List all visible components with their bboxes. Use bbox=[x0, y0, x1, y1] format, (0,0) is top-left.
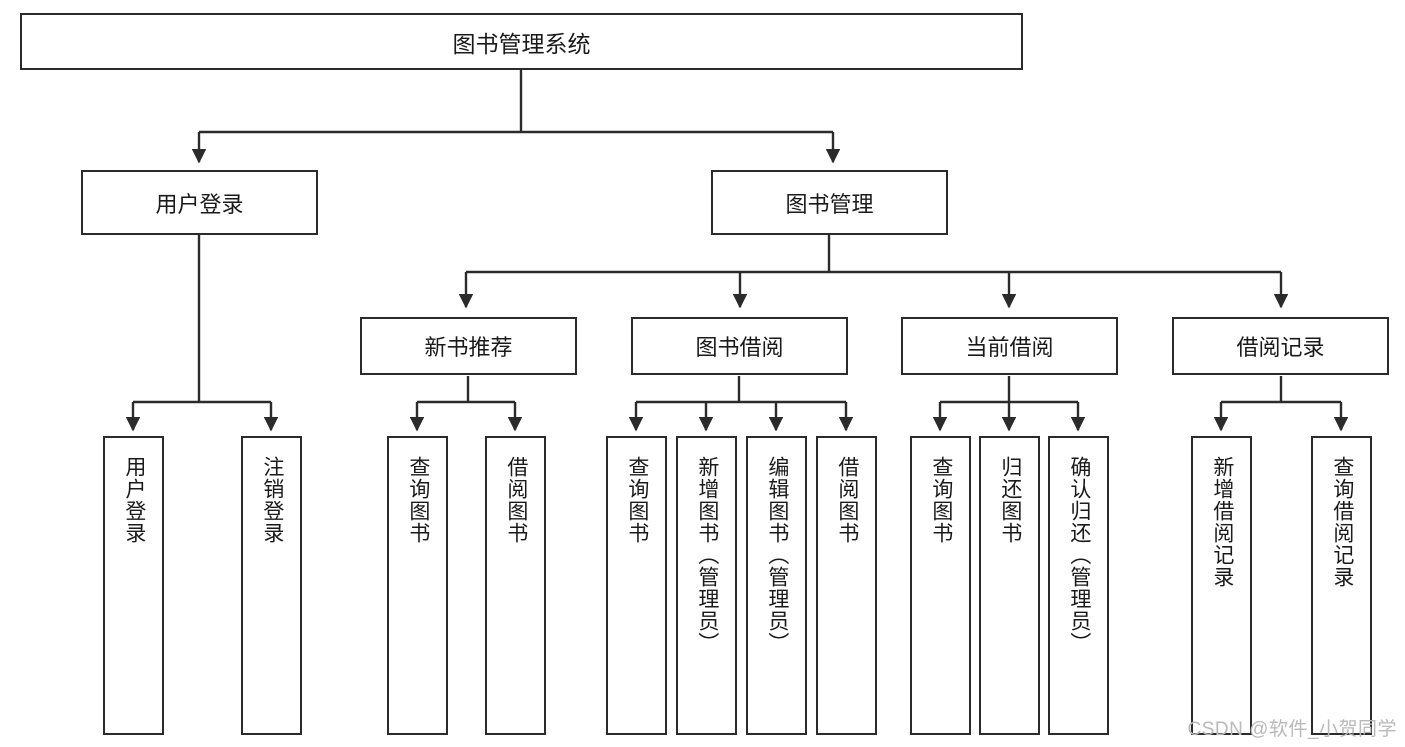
node-borrow-record-label: 借阅记录 bbox=[1236, 335, 1325, 360]
leaf-current-query-book-label: 查询图书 bbox=[929, 456, 953, 544]
leaf-current-return-book[interactable]: 归还图书 bbox=[979, 436, 1040, 735]
leaf-borrow-query-book-label: 查询图书 bbox=[625, 456, 649, 544]
leaf-record-add-record-label: 新增借阅记录 bbox=[1210, 456, 1234, 588]
leaf-user-login[interactable]: 用户登录 bbox=[103, 436, 164, 735]
leaf-current-confirm-return-admin[interactable]: 确认归还（管理员） bbox=[1048, 436, 1109, 735]
leaf-current-query-book[interactable]: 查询图书 bbox=[910, 436, 971, 735]
leaf-borrow-add-book-admin[interactable]: 新增图书（管理员） bbox=[676, 436, 737, 735]
node-user-login-label: 用户登录 bbox=[155, 191, 244, 217]
leaf-logout-login-label: 注销登录 bbox=[260, 456, 284, 544]
leaf-current-return-book-label: 归还图书 bbox=[998, 456, 1022, 544]
node-user-login[interactable]: 用户登录 bbox=[81, 170, 318, 235]
node-current-borrow[interactable]: 当前借阅 bbox=[901, 317, 1118, 375]
leaf-record-add-record[interactable]: 新增借阅记录 bbox=[1191, 436, 1252, 735]
leaf-borrow-borrow-book[interactable]: 借阅图书 bbox=[816, 436, 877, 735]
leaf-user-login-label: 用户登录 bbox=[122, 456, 146, 544]
leaf-borrow-add-book-admin-label: 新增图书（管理员） bbox=[695, 456, 719, 654]
leaf-borrow-borrow-book-label: 借阅图书 bbox=[835, 456, 859, 544]
node-new-book-recommend-label: 新书推荐 bbox=[424, 335, 513, 360]
leaf-newbook-query-book-label: 查询图书 bbox=[406, 456, 430, 544]
leaf-newbook-borrow-book-label: 借阅图书 bbox=[504, 456, 528, 544]
node-new-book-recommend[interactable]: 新书推荐 bbox=[360, 317, 577, 375]
leaf-borrow-edit-book-admin[interactable]: 编辑图书（管理员） bbox=[746, 436, 807, 735]
node-current-borrow-label: 当前借阅 bbox=[965, 335, 1054, 360]
leaf-borrow-query-book[interactable]: 查询图书 bbox=[606, 436, 667, 735]
node-borrow-record[interactable]: 借阅记录 bbox=[1172, 317, 1389, 375]
node-root-label: 图书管理系统 bbox=[452, 30, 591, 57]
leaf-borrow-edit-book-admin-label: 编辑图书（管理员） bbox=[765, 456, 789, 654]
watermark: CSDN @软件_小贺同学 bbox=[1187, 719, 1397, 740]
leaf-newbook-query-book[interactable]: 查询图书 bbox=[387, 436, 448, 735]
node-book-borrow-label: 图书借阅 bbox=[695, 335, 784, 360]
node-book-borrow[interactable]: 图书借阅 bbox=[631, 317, 848, 375]
leaf-logout-login[interactable]: 注销登录 bbox=[241, 436, 302, 735]
leaf-newbook-borrow-book[interactable]: 借阅图书 bbox=[485, 436, 546, 735]
leaf-current-confirm-return-admin-label: 确认归还（管理员） bbox=[1067, 456, 1091, 654]
node-book-management-label: 图书管理 bbox=[785, 191, 874, 217]
node-book-management[interactable]: 图书管理 bbox=[711, 170, 948, 235]
leaf-record-query-record[interactable]: 查询借阅记录 bbox=[1311, 436, 1372, 735]
node-root[interactable]: 图书管理系统 bbox=[20, 13, 1023, 70]
leaf-record-query-record-label: 查询借阅记录 bbox=[1330, 456, 1354, 588]
